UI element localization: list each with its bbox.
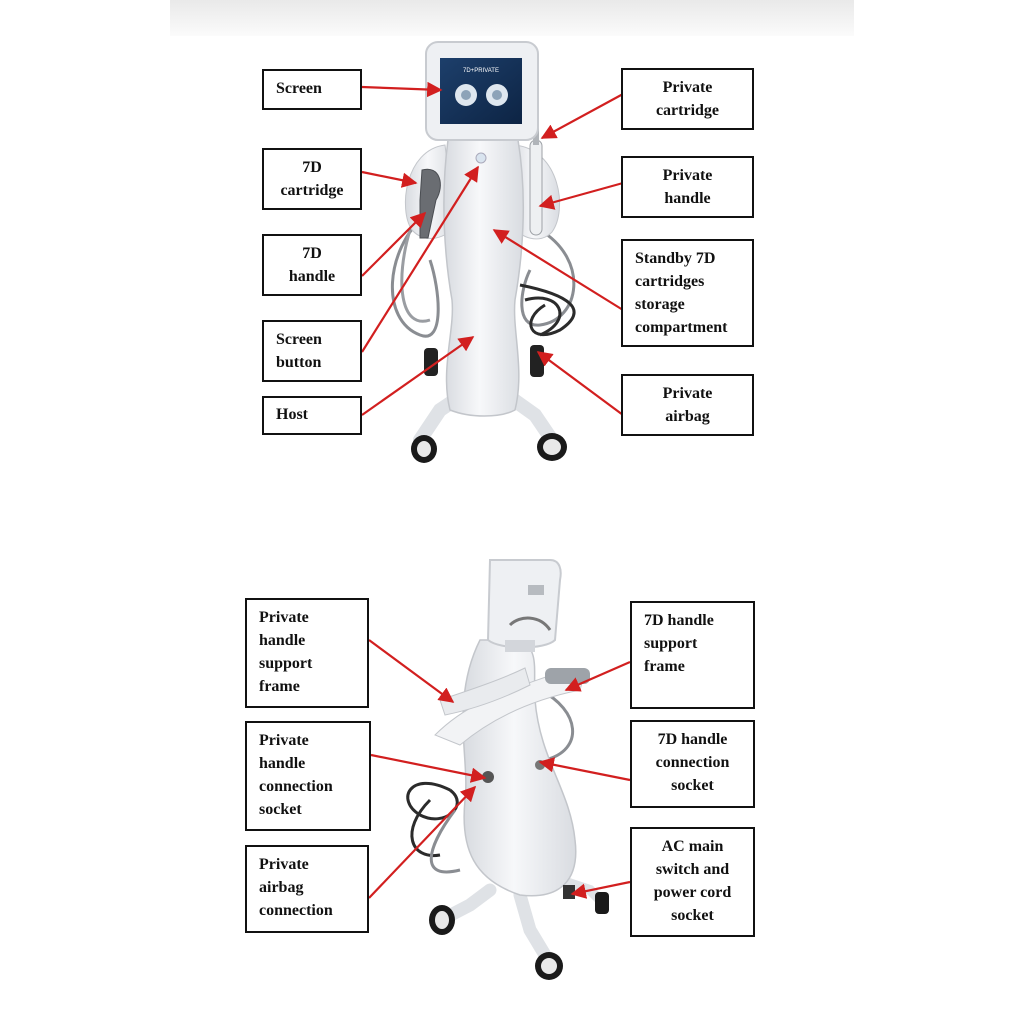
label-7d-handle-support-frame: 7D handle support frame bbox=[630, 601, 755, 709]
label-7d-handle: 7D handle bbox=[262, 234, 362, 296]
label-private-handle: Private handle bbox=[621, 156, 754, 218]
arrow-7d-cartridge bbox=[361, 170, 418, 188]
arrow-private-handle-socket bbox=[370, 753, 487, 783]
arrow-7d-handle-socket bbox=[538, 757, 631, 782]
label-screen: Screen bbox=[262, 69, 362, 110]
top-arrows bbox=[361, 81, 624, 416]
top-gradient-band bbox=[170, 0, 854, 36]
arrow-7d-handle-support bbox=[564, 660, 631, 692]
label-host: Host bbox=[262, 396, 362, 435]
label-private-airbag-connection: Private airbag connection bbox=[245, 845, 369, 933]
label-7d-cartridge: 7D cartridge bbox=[262, 148, 362, 210]
arrow-private-cartridge bbox=[540, 93, 624, 139]
arrow-private-airbag-connection bbox=[368, 785, 477, 899]
arrow-screen-button bbox=[361, 165, 479, 353]
label-private-airbag: Private airbag bbox=[621, 374, 754, 436]
label-private-handle-connection-socket: Private handle connection socket bbox=[245, 721, 371, 831]
arrow-private-handle bbox=[538, 181, 624, 210]
label-standby-compartment: Standby 7D cartridges storage compartmen… bbox=[621, 239, 754, 347]
arrow-7d-handle bbox=[361, 211, 427, 277]
arrow-private-handle-support bbox=[368, 639, 455, 703]
arrow-screen bbox=[361, 81, 443, 98]
label-ac-main-switch: AC main switch and power cord socket bbox=[630, 827, 755, 937]
arrow-ac-main bbox=[570, 880, 631, 899]
label-private-handle-support-frame: Private handle support frame bbox=[245, 598, 369, 708]
arrow-host bbox=[361, 336, 475, 416]
label-screen-button: Screen button bbox=[262, 320, 362, 382]
arrow-standby bbox=[492, 229, 624, 311]
arrow-private-airbag bbox=[536, 351, 624, 416]
bottom-machine-illustration bbox=[406, 559, 609, 980]
screen-brand-text: 7D+PRIVATE bbox=[463, 68, 499, 74]
label-7d-handle-connection-socket: 7D handle connection socket bbox=[630, 720, 755, 808]
top-machine-illustration bbox=[390, 41, 576, 463]
bottom-arrows bbox=[368, 639, 631, 899]
label-private-cartridge: Private cartridge bbox=[621, 68, 754, 130]
